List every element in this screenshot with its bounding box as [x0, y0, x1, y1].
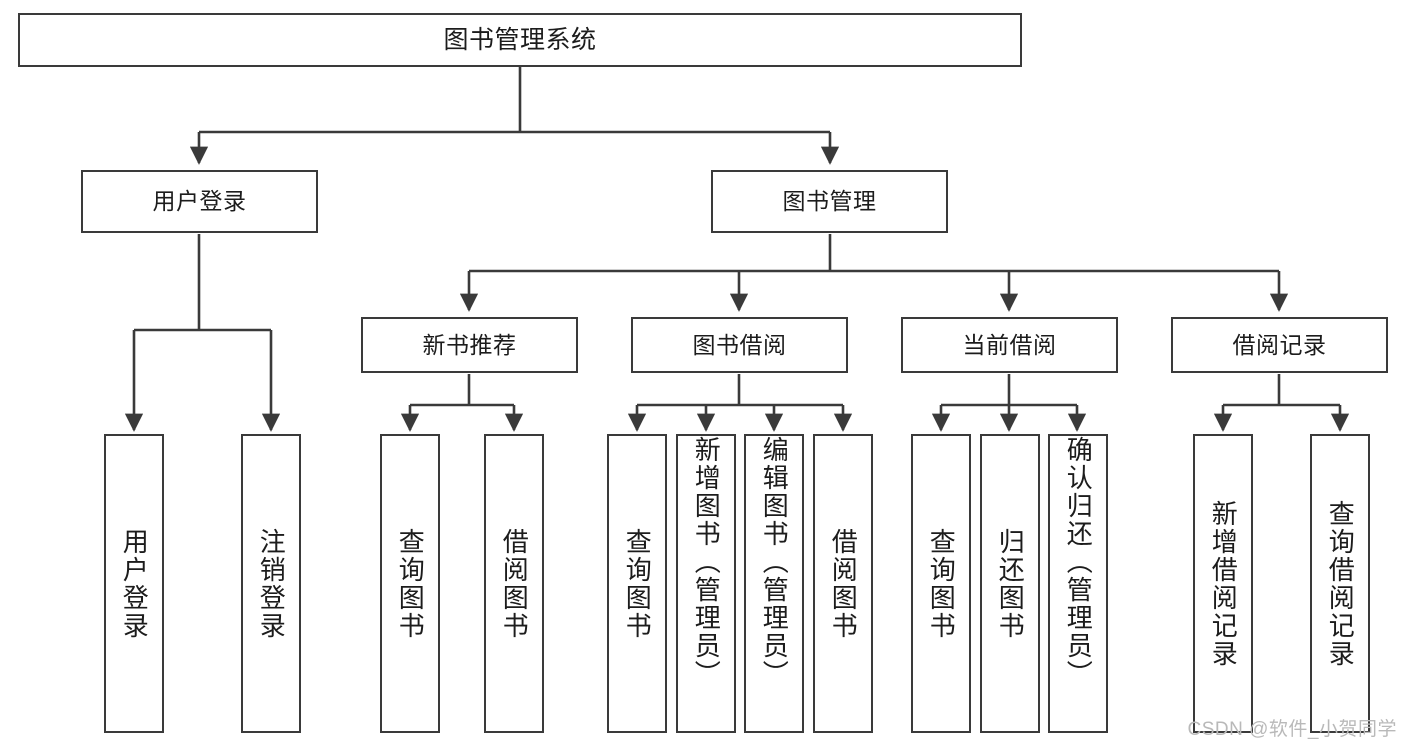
leaf-query-books-borrowing[interactable]: 查询图书 — [607, 434, 667, 733]
leaf-return-books[interactable]: 归还图书 — [980, 434, 1040, 733]
leaf-query-borrowing-record[interactable]: 查询借阅记录 — [1310, 434, 1370, 733]
leaf-user-login[interactable]: 用户登录 — [104, 434, 164, 733]
leaf-logout[interactable]: 注销登录 — [241, 434, 301, 733]
node-current-borrowing[interactable]: 当前借阅 — [901, 317, 1118, 373]
node-label: 当前借阅 — [962, 331, 1057, 358]
node-label: 图书管理系统 — [443, 25, 597, 54]
leaf-edit-book-admin[interactable]: 编辑图书（管理员） — [744, 434, 804, 733]
node-label: 新增图书（管理员） — [691, 436, 722, 688]
node-label: 新增借阅记录 — [1208, 499, 1239, 668]
node-book-borrowing[interactable]: 图书借阅 — [631, 317, 848, 373]
node-label: 查询借阅记录 — [1325, 499, 1356, 668]
node-label: 图书借阅 — [692, 331, 787, 358]
leaf-add-book-admin[interactable]: 新增图书（管理员） — [676, 434, 736, 733]
leaf-query-books-current[interactable]: 查询图书 — [911, 434, 971, 733]
leaf-query-books-recommendation[interactable]: 查询图书 — [380, 434, 440, 733]
node-root-book-management-system[interactable]: 图书管理系统 — [18, 13, 1022, 67]
node-label: 借阅记录 — [1232, 331, 1327, 358]
node-label: 确认归还（管理员） — [1063, 436, 1094, 688]
node-new-book-recommendation[interactable]: 新书推荐 — [361, 317, 578, 373]
csdn-watermark: CSDN @软件_小贺同学 — [1187, 719, 1397, 740]
leaf-add-borrowing-record[interactable]: 新增借阅记录 — [1193, 434, 1253, 733]
node-label: 用户登录 — [119, 527, 150, 640]
leaf-borrow-books-borrowing[interactable]: 借阅图书 — [813, 434, 873, 733]
leaf-confirm-return-admin[interactable]: 确认归还（管理员） — [1048, 434, 1108, 733]
node-label: 查询图书 — [395, 527, 426, 640]
node-book-management[interactable]: 图书管理 — [711, 170, 948, 233]
node-label: 图书管理 — [782, 188, 877, 215]
leaf-borrow-books-recommendation[interactable]: 借阅图书 — [484, 434, 544, 733]
node-borrowing-records[interactable]: 借阅记录 — [1171, 317, 1388, 373]
node-label: 查询图书 — [622, 527, 653, 640]
node-label: 借阅图书 — [828, 527, 859, 640]
node-label: 新书推荐 — [422, 331, 517, 358]
node-label: 归还图书 — [995, 527, 1026, 640]
node-label: 借阅图书 — [499, 527, 530, 640]
node-label: 查询图书 — [926, 527, 957, 640]
node-label: 编辑图书（管理员） — [759, 436, 790, 688]
node-label: 用户登录 — [152, 188, 247, 215]
node-user-login[interactable]: 用户登录 — [81, 170, 318, 233]
node-label: 注销登录 — [256, 527, 287, 640]
